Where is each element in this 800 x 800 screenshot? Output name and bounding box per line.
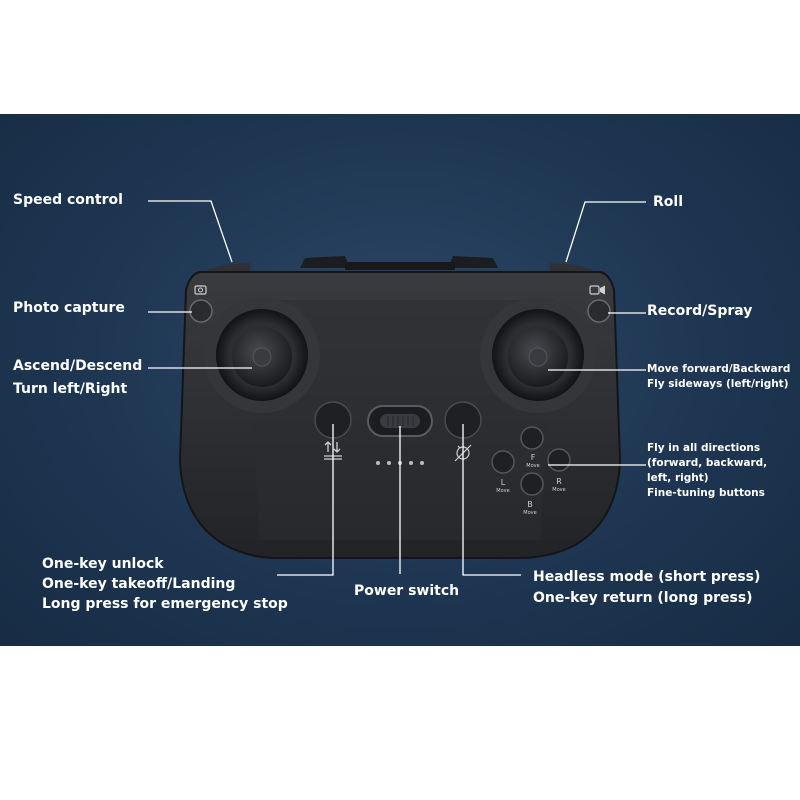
fine-tune-backward-button[interactable] [520,472,544,496]
dpad-b-move: Move [523,510,536,516]
takeoff-landing-icon [324,441,342,460]
camera-icon [194,285,207,295]
video-icon [589,285,605,295]
label-ascend-descend: Ascend/Descend [13,358,143,374]
fine-tune-right-button[interactable] [547,448,571,472]
label-move-forward-backward: Move forward/Backward [647,363,791,375]
label-fine-tuning: Fine-tuning buttons [647,487,765,499]
leader-speed-control [148,200,233,263]
label-one-key-return: One-key return (long press) [533,590,753,606]
label-fly-all-directions-3: left, right) [647,472,709,484]
fine-tune-left-button[interactable] [491,450,515,474]
dpad-l-move: Move [496,488,509,494]
dpad-b-label: B [527,500,533,509]
leader-headless [462,424,521,576]
label-one-key-takeoff: One-key takeoff/Landing [42,576,236,592]
left-joystick[interactable] [204,297,320,413]
label-record-spray: Record/Spray [647,303,753,319]
power-switch[interactable] [367,405,433,437]
fine-tune-forward-button[interactable] [520,426,544,450]
label-fly-all-directions-2: (forward, backward, [647,457,768,469]
label-roll: Roll [653,194,683,210]
leader-unlock [277,424,334,576]
label-fly-all-directions: Fly in all directions [647,442,761,454]
label-one-key-unlock: One-key unlock [42,556,164,572]
dpad-f-label: F [531,453,536,462]
status-leds [376,461,424,465]
label-emergency-stop: Long press for emergency stop [42,596,288,612]
label-turn-left-right: Turn left/Right [13,381,128,397]
dpad-f-move: Move [526,463,539,469]
leader-lines [148,200,646,576]
photo-capture-button[interactable] [189,299,213,323]
dpad-l-label: L [501,478,506,487]
leader-roll [565,201,646,263]
record-spray-button[interactable] [587,299,611,323]
right-joystick[interactable] [480,297,596,413]
label-headless-mode: Headless mode (short press) [533,569,761,585]
label-power-switch: Power switch [354,583,460,599]
dpad-r-label: R [556,477,562,486]
label-photo-capture: Photo capture [13,300,125,316]
label-speed-control: Speed control [13,192,123,208]
label-fly-sideways: Fly sideways (left/right) [647,378,789,390]
dpad-r-move: Move [552,487,565,493]
